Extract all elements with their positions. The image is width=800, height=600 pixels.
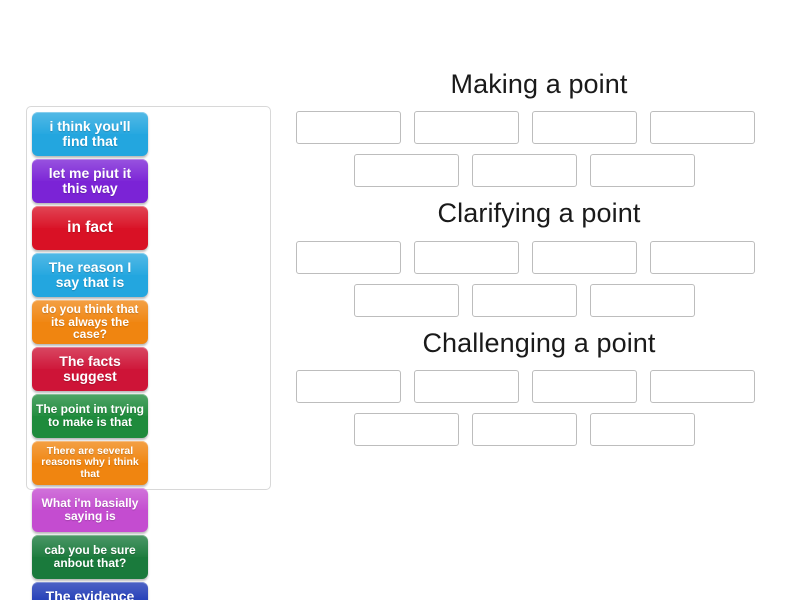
tile-grid: i think you'll find that let me piut it t… bbox=[32, 112, 265, 600]
word-tile-label: cab you be sure anbout that? bbox=[44, 543, 136, 570]
drop-slot[interactable] bbox=[354, 413, 459, 447]
word-tile-label: The evidence shows bbox=[45, 587, 135, 600]
drop-slot[interactable] bbox=[650, 370, 755, 404]
word-tile[interactable]: The facts suggest bbox=[32, 347, 148, 391]
drop-slot[interactable] bbox=[590, 283, 695, 317]
word-tile[interactable]: The evidence shows bbox=[32, 582, 148, 600]
word-tile-label: let me piut it this way bbox=[48, 164, 132, 196]
drop-slot[interactable] bbox=[414, 370, 519, 404]
drop-slot[interactable] bbox=[532, 111, 637, 145]
word-tile-label: do you think that its always the case? bbox=[41, 301, 139, 342]
word-tile-label: What i'm basially saying is bbox=[41, 496, 139, 523]
word-tile-label: in fact bbox=[67, 218, 113, 236]
drop-slot[interactable] bbox=[296, 111, 401, 145]
word-tile[interactable]: i think you'll find that bbox=[32, 112, 148, 156]
drop-slot-row bbox=[296, 413, 782, 447]
word-tile[interactable]: cab you be sure anbout that? bbox=[32, 535, 148, 579]
word-tile[interactable]: let me piut it this way bbox=[32, 159, 148, 203]
drop-slot[interactable] bbox=[472, 283, 577, 317]
category-title: Making a point bbox=[450, 69, 628, 99]
word-tile[interactable]: The reason I say that is bbox=[32, 253, 148, 297]
word-tile-label: The facts suggest bbox=[59, 352, 121, 384]
drop-slot-row bbox=[296, 240, 782, 274]
word-tile[interactable]: There are several reasons why i think th… bbox=[32, 441, 148, 485]
category-group: Clarifying a point bbox=[296, 198, 782, 317]
drop-slot[interactable] bbox=[650, 240, 755, 274]
category-title: Clarifying a point bbox=[437, 198, 641, 229]
category-group: Making a point bbox=[296, 69, 782, 188]
drop-slot-row bbox=[296, 111, 782, 145]
drop-slot[interactable] bbox=[650, 111, 755, 145]
drop-slot[interactable] bbox=[472, 154, 577, 188]
drop-slot[interactable] bbox=[532, 240, 637, 274]
drop-slot[interactable] bbox=[296, 370, 401, 404]
category-title: Challenging a point bbox=[422, 327, 656, 358]
drop-slot[interactable] bbox=[414, 111, 519, 145]
word-tile-label: The reason I say that is bbox=[48, 258, 132, 290]
word-tile[interactable]: do you think that its always the case? bbox=[32, 300, 148, 344]
word-tile[interactable]: in fact bbox=[32, 206, 148, 250]
drop-slot-row bbox=[296, 370, 782, 404]
drop-slot[interactable] bbox=[296, 240, 401, 274]
drop-slot[interactable] bbox=[590, 413, 695, 447]
word-tile-label: i think you'll find that bbox=[49, 117, 131, 149]
drop-slot[interactable] bbox=[414, 240, 519, 274]
drop-slot[interactable] bbox=[354, 154, 459, 188]
word-tile[interactable]: The point im trying to make is that bbox=[32, 394, 148, 438]
category-group: Challenging a point bbox=[296, 327, 782, 447]
drop-slot[interactable] bbox=[472, 413, 577, 447]
word-tile[interactable]: What i'm basially saying is bbox=[32, 488, 148, 532]
unsorted-tiles-tray: i think you'll find that let me piut it t… bbox=[26, 106, 271, 600]
drop-slot[interactable] bbox=[590, 154, 695, 188]
drop-slot[interactable] bbox=[354, 283, 459, 317]
drop-slot-row bbox=[296, 154, 782, 188]
word-tile-label: There are several reasons why i think th… bbox=[41, 445, 139, 480]
drop-slot-row bbox=[296, 283, 782, 317]
drop-slot[interactable] bbox=[532, 370, 637, 404]
word-tile-label: The point im trying to make is that bbox=[36, 402, 144, 429]
